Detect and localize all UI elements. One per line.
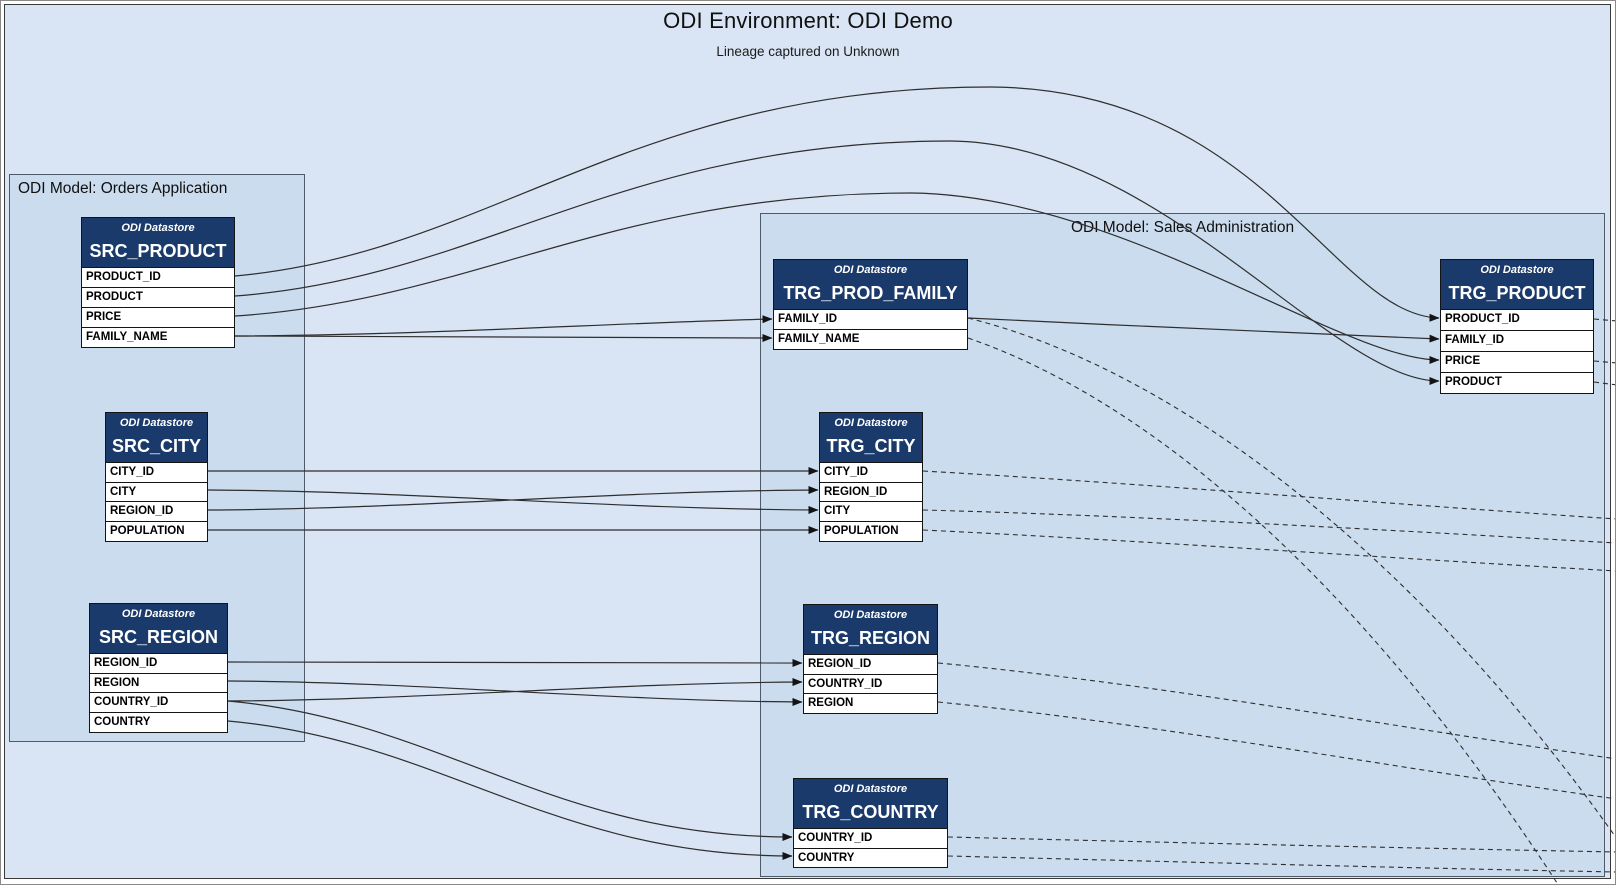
datastore-name-src_product: SRC_PRODUCT — [82, 238, 234, 267]
edge-trg_prod_family.family_name-to-offscreen — [967, 337, 1559, 884]
datastore-name-trg_city: TRG_CITY — [820, 433, 922, 462]
diagram-title: ODI Environment: ODI Demo — [663, 8, 953, 33]
field-src_city-population[interactable]: POPULATION — [106, 521, 207, 541]
edge-trg_region.region-to-offscreen — [937, 701, 1615, 800]
field-src_region-country[interactable]: COUNTRY — [90, 712, 227, 732]
edge-src_region.country_id-to-trg_region.country_id — [227, 678, 803, 702]
diagram-subtitle: Lineage captured on Unknown — [716, 44, 900, 59]
field-trg_prod_family-family_id[interactable]: FAMILY_ID — [774, 309, 967, 329]
edge-trg_city.city-to-offscreen — [922, 509, 1615, 544]
field-trg_city-region_id[interactable]: REGION_ID — [820, 481, 922, 502]
field-src_product-family_name[interactable]: FAMILY_NAME — [82, 327, 234, 347]
field-trg_product-product[interactable]: PRODUCT — [1441, 372, 1593, 393]
edge-trg_region.region_id-to-offscreen — [937, 662, 1615, 760]
datastore-type-label: ODI Datastore — [1441, 260, 1593, 280]
edge-src_product.product_id-to-trg_product.product_id — [234, 86, 1440, 322]
field-src_product-product_id[interactable]: PRODUCT_ID — [82, 267, 234, 287]
field-src_product-product[interactable]: PRODUCT — [82, 287, 234, 307]
edge-src_product.family_name-to-trg_prod_family.family_name — [234, 333, 773, 342]
edge-trg_product.product-to-offscreen — [1593, 381, 1615, 386]
field-trg_city-population[interactable]: POPULATION — [820, 521, 922, 541]
edge-src_product.price-to-trg_product.price — [234, 192, 1440, 364]
field-src_product-price[interactable]: PRICE — [82, 307, 234, 327]
edge-src_product.family_name-to-trg_prod_family.family_id — [234, 315, 773, 337]
field-trg_prod_family-family_name[interactable]: FAMILY_NAME — [774, 329, 967, 349]
datastore-name-trg_product: TRG_PRODUCT — [1441, 280, 1593, 309]
datastore-type-label: ODI Datastore — [106, 413, 207, 433]
edge-trg_country.country-to-offscreen — [947, 855, 1615, 873]
field-src_city-region_id[interactable]: REGION_ID — [106, 501, 207, 522]
edge-trg_product.product_id-to-offscreen — [1593, 318, 1615, 322]
edge-trg_prod_family.family_id-to-offscreen — [967, 317, 1615, 838]
field-src_region-country_id[interactable]: COUNTRY_ID — [90, 692, 227, 713]
model-title-orders: ODI Model: Orders Application — [18, 180, 228, 197]
datastore-type-label: ODI Datastore — [774, 260, 967, 280]
datastore-name-trg_country: TRG_COUNTRY — [794, 799, 947, 828]
edge-trg_city.population-to-offscreen — [922, 529, 1615, 572]
datastore-type-label: ODI Datastore — [820, 413, 922, 433]
datastore-name-trg_prod_family: TRG_PROD_FAMILY — [774, 280, 967, 309]
field-trg_country-country[interactable]: COUNTRY — [794, 847, 947, 868]
field-trg_country-country_id[interactable]: COUNTRY_ID — [794, 828, 947, 848]
edge-trg_city.city_id-to-offscreen — [922, 470, 1615, 520]
edge-trg_prod_family.family_id-to-trg_product.family_id — [967, 317, 1440, 343]
field-trg_city-city[interactable]: CITY — [820, 501, 922, 522]
field-trg_region-country_id[interactable]: COUNTRY_ID — [804, 673, 937, 694]
field-src_city-city_id[interactable]: CITY_ID — [106, 462, 207, 482]
field-trg_product-product_id[interactable]: PRODUCT_ID — [1441, 309, 1593, 330]
field-trg_region-region[interactable]: REGION — [804, 693, 937, 714]
datastore-name-src_city: SRC_CITY — [106, 433, 207, 462]
field-src_region-region[interactable]: REGION — [90, 672, 227, 693]
datastore-type-label: ODI Datastore — [82, 218, 234, 238]
field-trg_region-region_id[interactable]: REGION_ID — [804, 654, 937, 674]
datastore-name-trg_region: TRG_REGION — [804, 625, 937, 654]
edge-src_product.product-to-trg_product.product — [234, 140, 1440, 385]
field-trg_product-family_id[interactable]: FAMILY_ID — [1441, 330, 1593, 351]
edge-src_city.region_id-to-trg_city.region_id — [207, 486, 819, 511]
field-src_city-city[interactable]: CITY — [106, 481, 207, 502]
model-title-sales: ODI Model: Sales Administration — [1070, 219, 1295, 236]
edge-trg_country.country_id-to-offscreen — [947, 836, 1615, 853]
datastore-type-label: ODI Datastore — [804, 605, 937, 625]
field-trg_product-price[interactable]: PRICE — [1441, 351, 1593, 372]
field-trg_city-city_id[interactable]: CITY_ID — [820, 462, 922, 482]
field-src_region-region_id[interactable]: REGION_ID — [90, 653, 227, 673]
datastore-type-label: ODI Datastore — [794, 779, 947, 799]
edge-src_region.country-to-trg_country.country — [227, 720, 793, 860]
datastore-name-src_region: SRC_REGION — [90, 624, 227, 653]
edge-src_region.country_id-to-trg_country.country_id — [227, 700, 793, 841]
datastore-type-label: ODI Datastore — [90, 604, 227, 624]
edge-src_region.region_id-to-trg_region.region_id — [227, 658, 803, 667]
edge-trg_product.price-to-offscreen — [1593, 360, 1615, 364]
